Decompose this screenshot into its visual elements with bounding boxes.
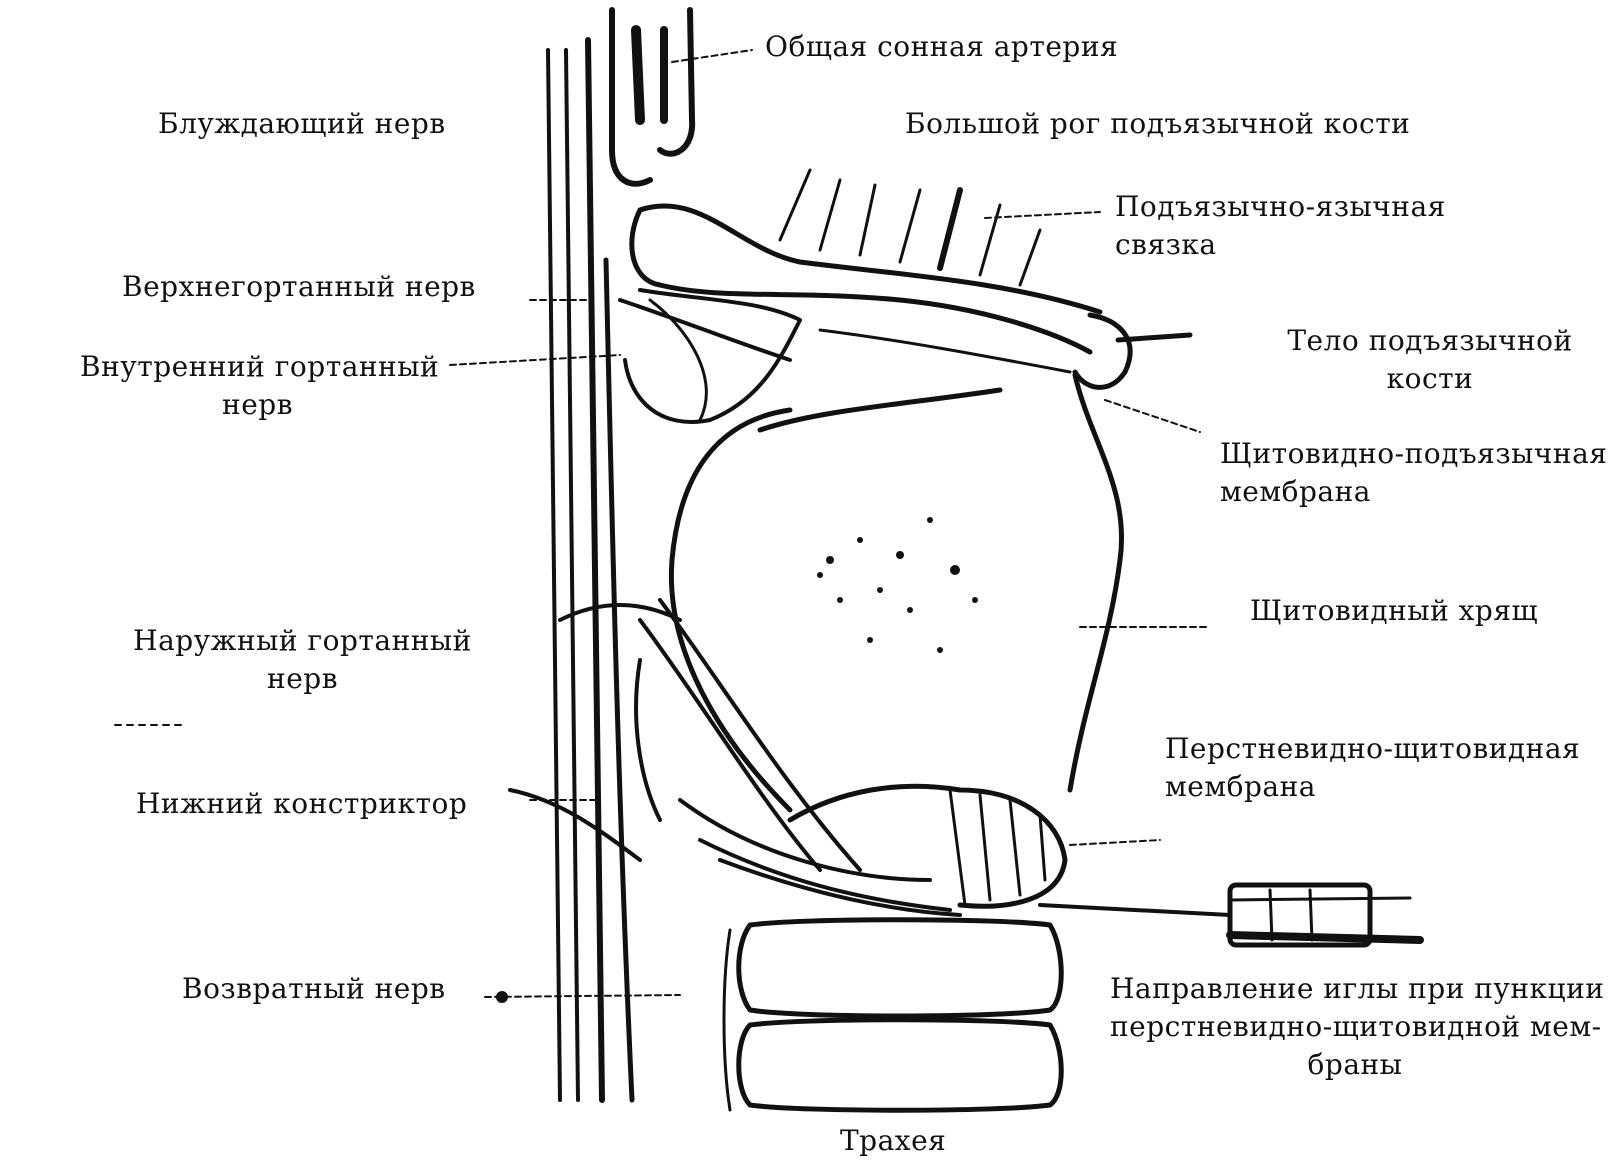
label-hyoid-body: Тело подъязычной кости [1285, 322, 1575, 398]
cricothyroid-fibers [638, 598, 962, 917]
label-hyoid-body-line1: Тело подъязычной [1287, 324, 1573, 357]
label-needle-line2: перстневидно-щитовидной мем- [1110, 1010, 1602, 1043]
label-cricothyroid-membrane: Перстневидно-щитовидная мембрана [1165, 730, 1580, 806]
label-vagus-nerve: Блуждающий нерв [158, 107, 446, 140]
label-cricothyroid-line2: мембрана [1165, 770, 1316, 803]
label-internal-laryngeal-line2: нерв [222, 388, 293, 421]
label-common-carotid-artery: Общая сонная артерия [765, 30, 1119, 63]
label-thyrohyoid-line2: мембрана [1220, 475, 1371, 508]
label-inferior-constrictor: Нижний констриктор [136, 787, 468, 820]
label-superior-laryngeal-nerve: Верхнегортанный нерв [122, 270, 476, 303]
label-needle-line3: браны [1307, 1048, 1403, 1081]
common-carotid-artery [609, 7, 696, 187]
label-cricothyroid-line1: Перстневидно-щитовидная [1165, 732, 1581, 765]
syringe-needle [1038, 882, 1424, 948]
label-internal-laryngeal-line1: Внутренний гортанный [80, 350, 440, 383]
inferior-constrictor [508, 603, 682, 862]
leader-lines [114, 49, 1211, 998]
label-hyoglossal-line1: Подъязычно-язычная [1115, 190, 1446, 223]
hyoid-greater-horn [629, 203, 1103, 355]
label-thyrohyoid-line1: Щитовидно-подъязычная [1220, 437, 1608, 470]
superior-laryngeal-branches [618, 288, 1072, 424]
vertical-trunks [546, 37, 635, 1103]
cricoid-cartilage [787, 783, 1068, 909]
label-recurrent-nerve: Возвратный нерв [182, 972, 446, 1005]
label-hyoid-body-line2: кости [1386, 362, 1474, 395]
hyoid-body [1072, 312, 1193, 390]
recurrent-nerve-dot [496, 991, 508, 1003]
label-needle-direction: Направление иглы при пункции перстневидн… [1110, 970, 1605, 1084]
label-external-laryngeal-line2: нерв [267, 662, 338, 695]
label-thyrohyoid-membrane: Щитовидно-подъязычная мембрана [1220, 435, 1607, 511]
label-internal-laryngeal-nerve: Внутренний гортанный нерв [80, 348, 440, 424]
label-greater-horn-hyoid: Большой рог подъязычной кости [905, 107, 1411, 140]
label-needle-line1: Направление иглы при пункции [1110, 972, 1605, 1005]
thyroid-stipple [817, 517, 978, 653]
label-trachea: Трахея [840, 1124, 947, 1157]
label-hyoglossal-line2: связка [1115, 228, 1217, 261]
thyroid-cartilage [668, 372, 1125, 813]
label-thyroid-cartilage: Щитовидный хрящ [1250, 594, 1539, 627]
label-hyoglossal-ligament: Подъязычно-язычная связка [1115, 188, 1446, 264]
label-external-laryngeal-line1: Наружный гортанный [133, 624, 472, 657]
trachea [722, 917, 1064, 1113]
label-external-laryngeal-nerve: Наружный гортанный нерв [130, 622, 475, 698]
hyoglossal-ligament [778, 168, 1042, 287]
